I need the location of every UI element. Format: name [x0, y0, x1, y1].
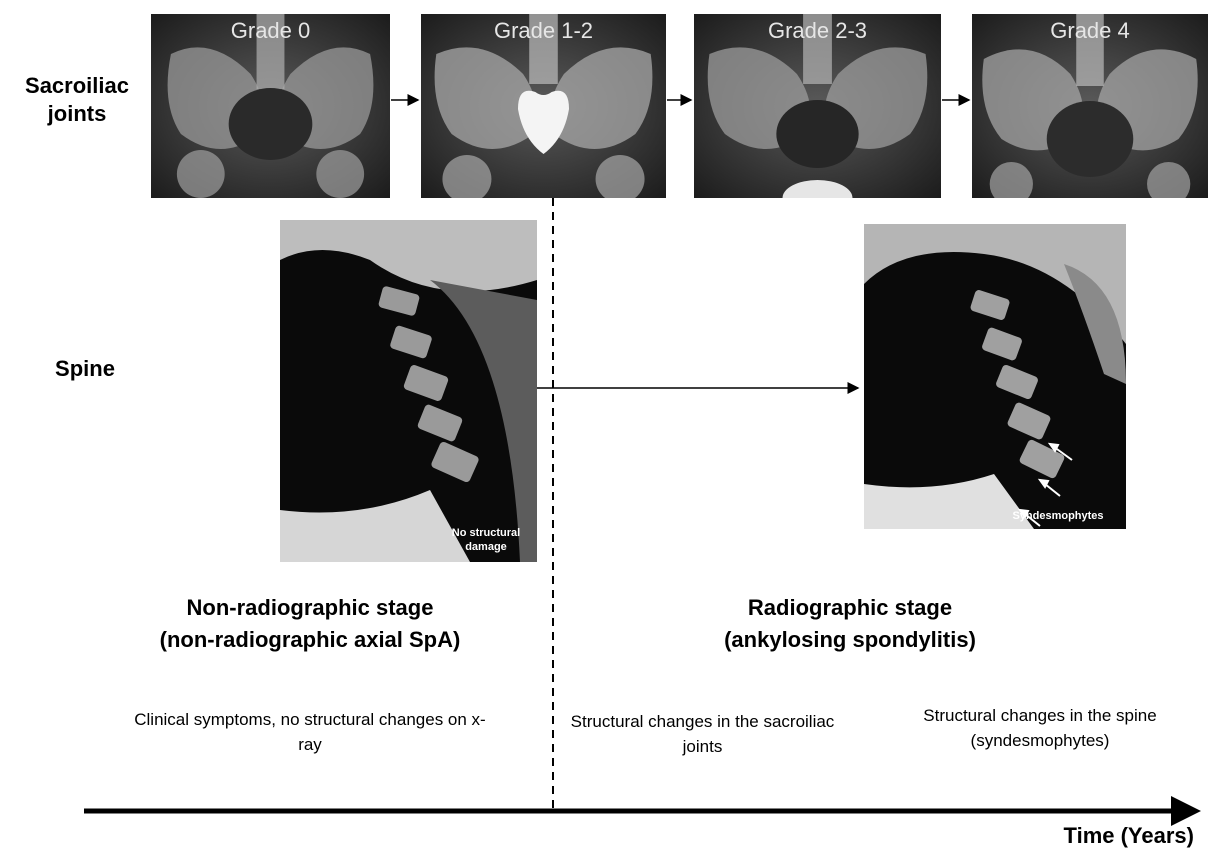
radiographic-spine-description: Structural changes in the spine (syndesm… — [890, 703, 1190, 753]
spine-xray-syndesmophytes: Syndesmophytes — [864, 224, 1126, 529]
radiographic-sacroiliac-description: Structural changes in the sacroiliac joi… — [560, 709, 845, 759]
nonradiographic-description: Clinical symptoms, no structural changes… — [130, 707, 490, 757]
radiographic-stage-title: Radiographic stage (ankylosing spondylit… — [640, 592, 1060, 656]
spine-left-caption: No structural damage — [441, 526, 531, 554]
timeline-label: Time (Years) — [1064, 823, 1194, 849]
spine-right-caption: Syndesmophytes — [998, 509, 1118, 523]
nonradiographic-stage-title: Non-radiographic stage (non-radiographic… — [100, 592, 520, 656]
spine-xray-no-damage: No structural damage — [280, 220, 537, 562]
